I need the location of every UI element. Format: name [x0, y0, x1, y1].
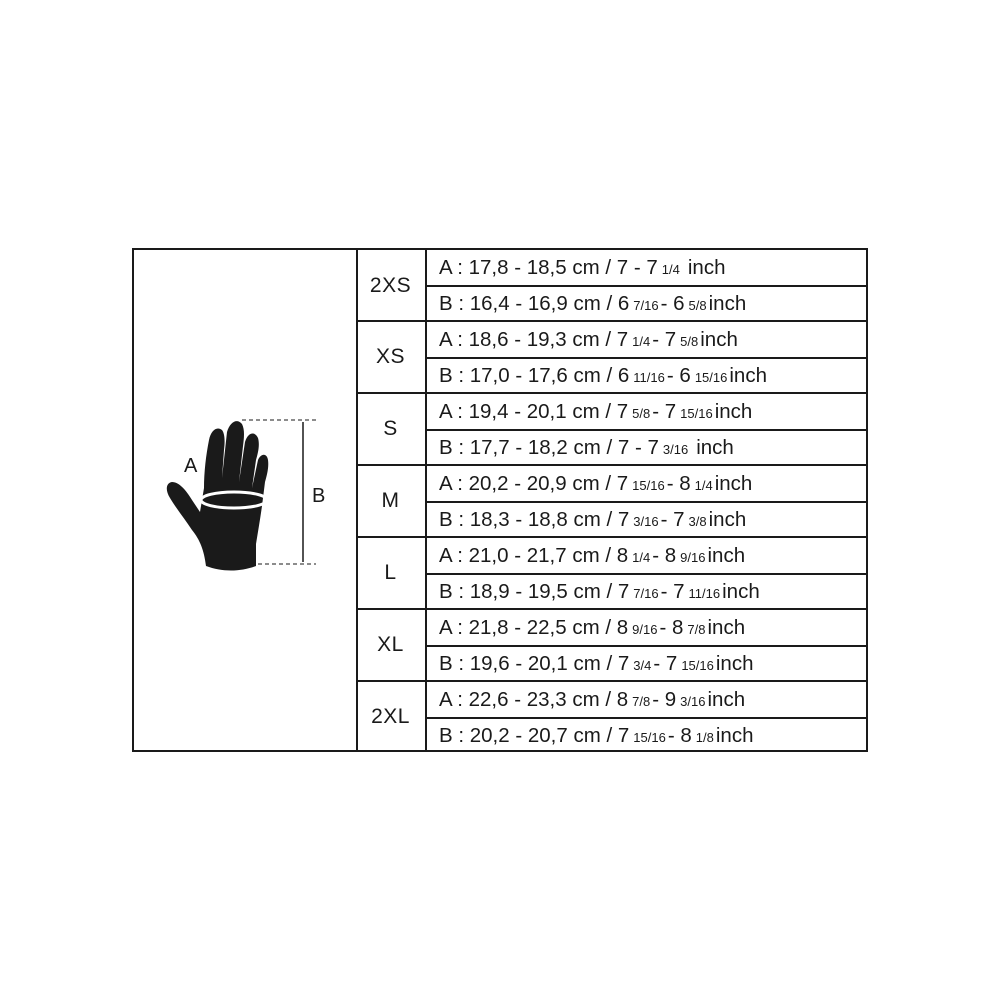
- label-a: A: [184, 455, 198, 477]
- size-label: XL: [356, 610, 427, 680]
- size-label: 2XS: [356, 250, 427, 322]
- wrist-measure-ring: [199, 490, 269, 510]
- hand-silhouette: [166, 421, 269, 571]
- size-label: M: [356, 466, 427, 536]
- label-b: B: [312, 485, 325, 507]
- size-label: XS: [356, 322, 427, 392]
- size-label: S: [356, 394, 427, 464]
- size-label: 2XL: [356, 682, 427, 752]
- size-label: L: [356, 538, 427, 608]
- hand-measurement-icon: A B: [166, 419, 325, 571]
- hand-illustration-cell: A B: [134, 250, 358, 750]
